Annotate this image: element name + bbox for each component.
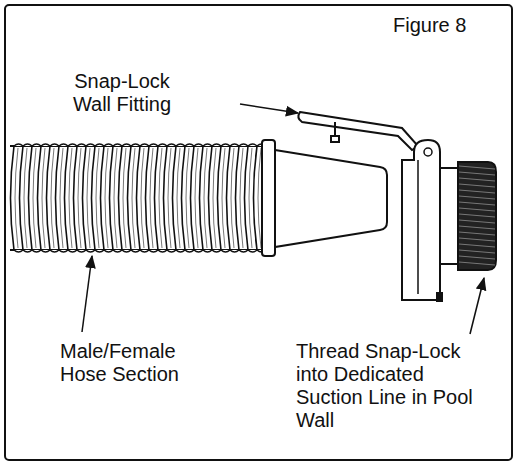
hose-cuff	[275, 150, 387, 247]
fitting-tab	[436, 292, 443, 302]
fitting-thread	[458, 162, 496, 270]
figure-title: Figure 8	[393, 14, 466, 37]
part-label: Snap-Lock Wall Fitting	[58, 70, 186, 116]
leader-arrow	[240, 104, 298, 113]
pivot	[424, 148, 432, 156]
lock-lever	[298, 112, 418, 150]
fitting-neck	[440, 168, 458, 264]
part-label: Male/Female Hose Section	[60, 340, 210, 386]
thread-lines	[459, 166, 495, 265]
leader-arrow	[470, 278, 484, 334]
lever-pin	[331, 122, 339, 142]
instruction-note: Thread Snap-Lock into Dedicated Suction …	[296, 340, 492, 432]
hose-collar	[262, 140, 275, 256]
fitting-plate	[402, 140, 440, 300]
hose-section	[10, 144, 266, 252]
figure-frame	[5, 5, 512, 460]
leader-arrow	[82, 256, 92, 332]
